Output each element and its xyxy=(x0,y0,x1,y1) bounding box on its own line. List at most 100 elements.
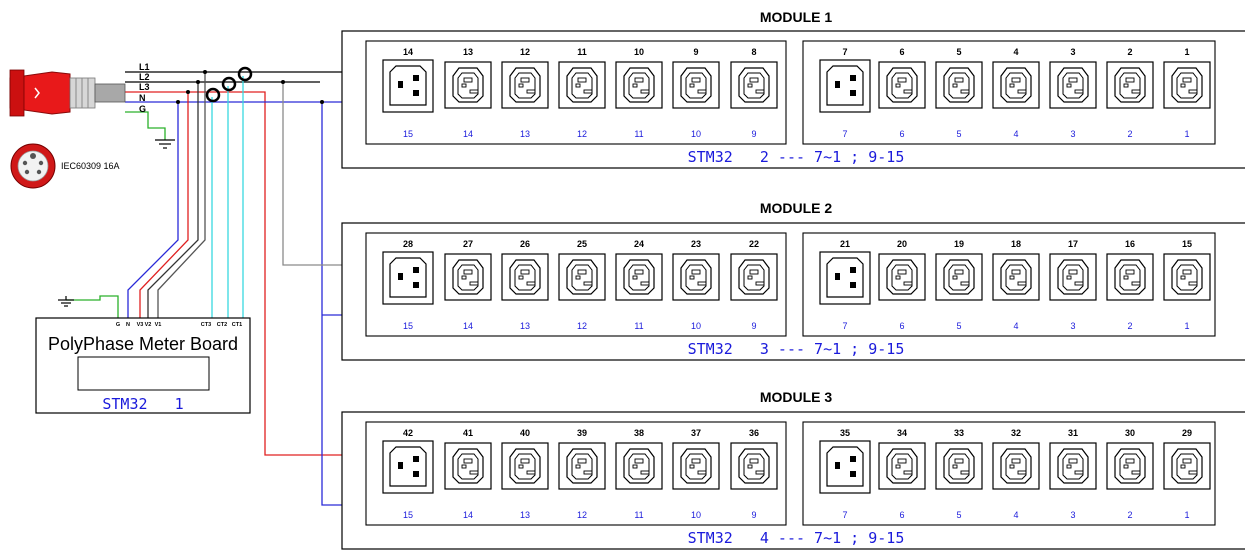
c13-outlet-icon xyxy=(672,253,720,301)
c13-outlet-icon xyxy=(558,442,606,490)
module-footer: STM32 4 --- 7~1 ; 9-15 xyxy=(688,529,905,547)
c13-outlet-icon xyxy=(444,61,492,109)
outlet-number: 37 xyxy=(691,428,701,438)
junction-dot xyxy=(320,100,324,104)
outlet-number: 8 xyxy=(751,47,756,57)
wire-meter-n xyxy=(127,102,179,318)
channel-number: 6 xyxy=(899,321,904,331)
channel-number: 5 xyxy=(956,129,961,139)
junction-dot xyxy=(196,80,200,84)
c13-outlet-icon xyxy=(1049,253,1097,301)
ct-ring xyxy=(237,66,253,82)
c13-outlet-icon xyxy=(558,253,606,301)
c13-outlet-icon xyxy=(615,253,663,301)
outlet-number: 29 xyxy=(1182,428,1192,438)
channel-number: 15 xyxy=(403,510,413,520)
meter-pin-label: V3 xyxy=(137,322,144,328)
channel-number: 7 xyxy=(842,321,847,331)
pdu-module: 141513141213111210119108977665544332211S… xyxy=(341,30,1245,169)
outlet-number: 40 xyxy=(520,428,530,438)
channel-number: 7 xyxy=(842,129,847,139)
wire-label: N xyxy=(139,93,146,103)
channel-number: 15 xyxy=(403,321,413,331)
channel-number: 15 xyxy=(403,129,413,139)
outlet-number: 24 xyxy=(634,239,644,249)
channel-number: 12 xyxy=(577,129,587,139)
outlet-number: 27 xyxy=(463,239,473,249)
wire-meter-v3 xyxy=(139,92,189,318)
c20-outlet-icon xyxy=(382,251,434,305)
c13-outlet-icon xyxy=(935,61,983,109)
junction-dot xyxy=(203,70,207,74)
c13-outlet-icon xyxy=(501,253,549,301)
channel-number: 4 xyxy=(1013,321,1018,331)
channel-number: 11 xyxy=(634,321,643,331)
junction-dot xyxy=(281,80,285,84)
c13-outlet-icon xyxy=(935,442,983,490)
channel-number: 13 xyxy=(520,129,530,139)
outlet-number: 13 xyxy=(463,47,473,57)
outlet-number: 21 xyxy=(840,239,850,249)
outlet-number: 23 xyxy=(691,239,701,249)
channel-number: 1 xyxy=(1184,510,1189,520)
wire-labels: L1 L2 L3 N G xyxy=(139,62,150,114)
ct-ring xyxy=(221,76,237,92)
c13-outlet-icon xyxy=(1163,253,1211,301)
plug-face-icon xyxy=(10,143,56,189)
c13-outlet-icon xyxy=(1106,253,1154,301)
outlet-number: 33 xyxy=(954,428,964,438)
channel-number: 9 xyxy=(751,321,756,331)
wire-meter-v1 xyxy=(157,72,206,318)
wire-label: G xyxy=(139,104,146,114)
wire-gray xyxy=(282,82,342,266)
outlet-number: 34 xyxy=(897,428,907,438)
module-title: MODULE 1 xyxy=(760,9,833,25)
channel-number: 14 xyxy=(463,321,473,331)
outlet-number: 1 xyxy=(1184,47,1189,57)
wire-meter-g xyxy=(66,295,119,318)
channel-number: 5 xyxy=(956,321,961,331)
outlet-number: 12 xyxy=(520,47,530,57)
channel-number: 6 xyxy=(899,510,904,520)
wiring xyxy=(66,71,342,506)
wire-meter-v2 xyxy=(147,82,199,318)
c13-outlet-icon xyxy=(730,61,778,109)
wire-label: L1 xyxy=(139,62,150,72)
module-title: MODULE 2 xyxy=(760,200,833,216)
module-footer: STM32 3 --- 7~1 ; 9-15 xyxy=(688,340,905,358)
c20-outlet-icon xyxy=(382,59,434,113)
channel-number: 3 xyxy=(1070,321,1075,331)
meter-pin-label: V2 xyxy=(145,322,152,328)
outlet-number: 42 xyxy=(403,428,413,438)
outlet-number: 14 xyxy=(403,47,413,57)
outlet-number: 41 xyxy=(463,428,473,438)
module-title: MODULE 3 xyxy=(760,389,833,405)
channel-number: 4 xyxy=(1013,129,1018,139)
outlet-number: 3 xyxy=(1070,47,1075,57)
meter-pin-label: G xyxy=(116,322,120,328)
junction-dot xyxy=(176,100,180,104)
meter-title: PolyPhase Meter Board xyxy=(48,334,238,354)
outlet-number: 4 xyxy=(1013,47,1018,57)
c13-outlet-icon xyxy=(1106,442,1154,490)
c13-outlet-icon xyxy=(878,61,926,109)
outlet-number: 18 xyxy=(1011,239,1021,249)
channel-number: 2 xyxy=(1127,321,1132,331)
meter-display xyxy=(77,356,210,391)
c20-outlet-icon xyxy=(819,440,871,494)
outlet-number: 2 xyxy=(1127,47,1132,57)
outlet-number: 25 xyxy=(577,239,587,249)
industrial-plug-icon xyxy=(9,69,126,117)
c13-outlet-icon xyxy=(992,442,1040,490)
channel-number: 12 xyxy=(577,510,587,520)
c20-outlet-icon xyxy=(382,440,434,494)
channel-number: 10 xyxy=(691,321,701,331)
c13-outlet-icon xyxy=(1163,61,1211,109)
c13-outlet-icon xyxy=(1106,61,1154,109)
pdu-module: 2815271426132512241123102292172061951841… xyxy=(341,222,1245,361)
c13-outlet-icon xyxy=(992,253,1040,301)
modules-layer: 141513141213111210119108977665544332211S… xyxy=(341,30,1245,550)
c13-outlet-icon xyxy=(730,442,778,490)
